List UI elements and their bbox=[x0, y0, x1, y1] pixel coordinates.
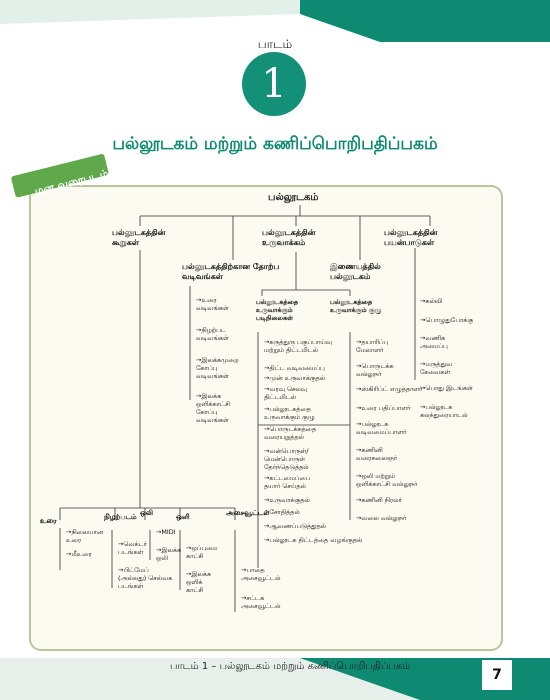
animation-item: →சட்டக அசைவூட்டல் bbox=[241, 594, 281, 610]
uses-item: →கல்வி bbox=[420, 297, 443, 305]
comp-image: நிழற்படம் bbox=[104, 513, 137, 521]
stage-item: →வரவு செலவு திட்டமிடல் bbox=[264, 385, 307, 401]
stage-item: →திட்ட வடிவமைப்பு bbox=[264, 364, 325, 372]
node-uses: பல்லூடகத்தின் பயன்பாடுகள் bbox=[384, 228, 438, 247]
uses-item: →பல்லூடக கலந்துரையாடல் bbox=[420, 403, 468, 419]
uses-item: →மருத்துவ சேவைகள் bbox=[420, 360, 453, 376]
stage-item: →ஆவணப்படுத்துதல் bbox=[264, 522, 327, 530]
team-item: →உரை பதிப்பாளர் bbox=[356, 404, 411, 412]
node-online: இணையத்தில் பல்லூடகம் bbox=[330, 262, 381, 281]
team-item: →கணினி நிரலர் bbox=[356, 496, 402, 504]
uses-item: →பொது இடங்கள் bbox=[420, 384, 473, 392]
stage-item: →சோதித்தல் bbox=[264, 508, 300, 516]
team-item: →ஒலி மற்றும் ஒளிக்காட்சி வல்லுநர் bbox=[356, 472, 418, 488]
page-number: 7 bbox=[482, 660, 512, 690]
team-item: →வலை வல்லுநர் bbox=[356, 514, 407, 522]
comp-sound: ஒலி bbox=[140, 509, 153, 517]
stage-item: →பொருடக்கத்தை வரையறுத்தல் bbox=[264, 425, 316, 441]
team-item: →பல்லூடக வடிவமைப்பாளர் bbox=[356, 420, 407, 436]
node-presentation: பல்லூடகத்திற்கான தோற்ப வடிவங்கள் bbox=[182, 262, 280, 281]
presentation-item: →நிழற்பட வடிவங்கள் bbox=[196, 326, 229, 342]
stage-item: →முன் உருவாக்குதல் bbox=[264, 374, 326, 382]
mind-map-tab bbox=[11, 154, 109, 198]
team-item: →கணினி வரைகலைஞர் bbox=[356, 446, 398, 462]
comp-animation: அசைவூட்டல் bbox=[226, 509, 270, 517]
image-item: →பிட்மேப் (அல்லது) செல்வக படங்கள் bbox=[118, 566, 173, 590]
top-band bbox=[0, 0, 550, 42]
footer-text: பாடம் 1 – பல்லூடகம் மற்றும் கணிப்பொறிபதி… bbox=[170, 661, 411, 672]
comp-video: ஒளி bbox=[176, 513, 190, 521]
mind-map-box bbox=[29, 185, 503, 651]
uses-item: →பொழுதுபோக்கு bbox=[420, 316, 474, 324]
presentation-item: →உரை வடிவங்கள் bbox=[196, 296, 229, 312]
sound-item: →MIDI bbox=[156, 528, 176, 536]
stage-item: →வன்பொருள்/ மென்பொருள் தேர்ந்தெடுத்தல் bbox=[264, 447, 309, 471]
text-item: →மீஉரை bbox=[66, 550, 92, 558]
stage-item: →கருத்துரு பகுப்பாய்வு மற்றும் திட்டமிடல… bbox=[264, 338, 332, 354]
lesson-label: பாடம் bbox=[257, 37, 293, 51]
node-components: பல்லூடகத்தின் கூறுகள் bbox=[112, 228, 166, 247]
root-node: பல்லூடகம் bbox=[268, 192, 319, 203]
animation-item: →பாதை அசைவூட்டல் bbox=[241, 566, 281, 582]
stage-item: →கட்டமைப்பை தயார் செய்தல் bbox=[264, 474, 311, 490]
sound-item: →இலக்க ஒலி bbox=[156, 546, 182, 562]
stage-item: →உருவாக்குதல் bbox=[264, 496, 310, 504]
team-head: பல்லூடகத்தை உருவாக்கும் குழு bbox=[330, 298, 382, 314]
stages-head: பல்லூடகத்தை உருவாக்கும் படிநிலைகள் bbox=[256, 298, 299, 322]
team-item: →தயாரிப்பு மேலாளர் bbox=[356, 338, 389, 354]
page-title: பல்லூடகம் மற்றும் கணிப்பொறிபதிப்பகம் bbox=[112, 134, 438, 154]
uses-item: →வணிக அமைப்பு bbox=[420, 334, 448, 350]
presentation-item: →இலக்கமுறை கோப்பு வடிவங்கள் bbox=[196, 356, 239, 380]
team-item: →ஸ்கிரிப்ட் எழுத்தாளர் bbox=[356, 385, 423, 393]
node-production: பல்லூடகத்தின் உருவாக்கம் bbox=[262, 228, 316, 247]
text-item: →நிலையான உரை bbox=[66, 528, 104, 544]
video-item: →ஒப்புமை காட்சி bbox=[186, 544, 218, 560]
presentation-item: →இலக்க ஒளிக்காட்சி கோப்பு வடிவங்கள் bbox=[196, 392, 231, 424]
lesson-number-badge: 1 bbox=[242, 52, 306, 116]
comp-text: உரை bbox=[40, 517, 57, 525]
stage-item: →பல்லூடக திட்டத்தை வழங்குதல் bbox=[264, 536, 363, 544]
stage-item: →பல்லூடகத்தை உருவாக்கும் குழு bbox=[264, 405, 315, 421]
image-item: →வெக்டர் படங்கள் bbox=[118, 540, 147, 556]
team-item: →பொருடக்க வல்லுநர் bbox=[356, 362, 394, 378]
video-item: →இலக்க ஒளிக் காட்சி bbox=[186, 570, 212, 594]
